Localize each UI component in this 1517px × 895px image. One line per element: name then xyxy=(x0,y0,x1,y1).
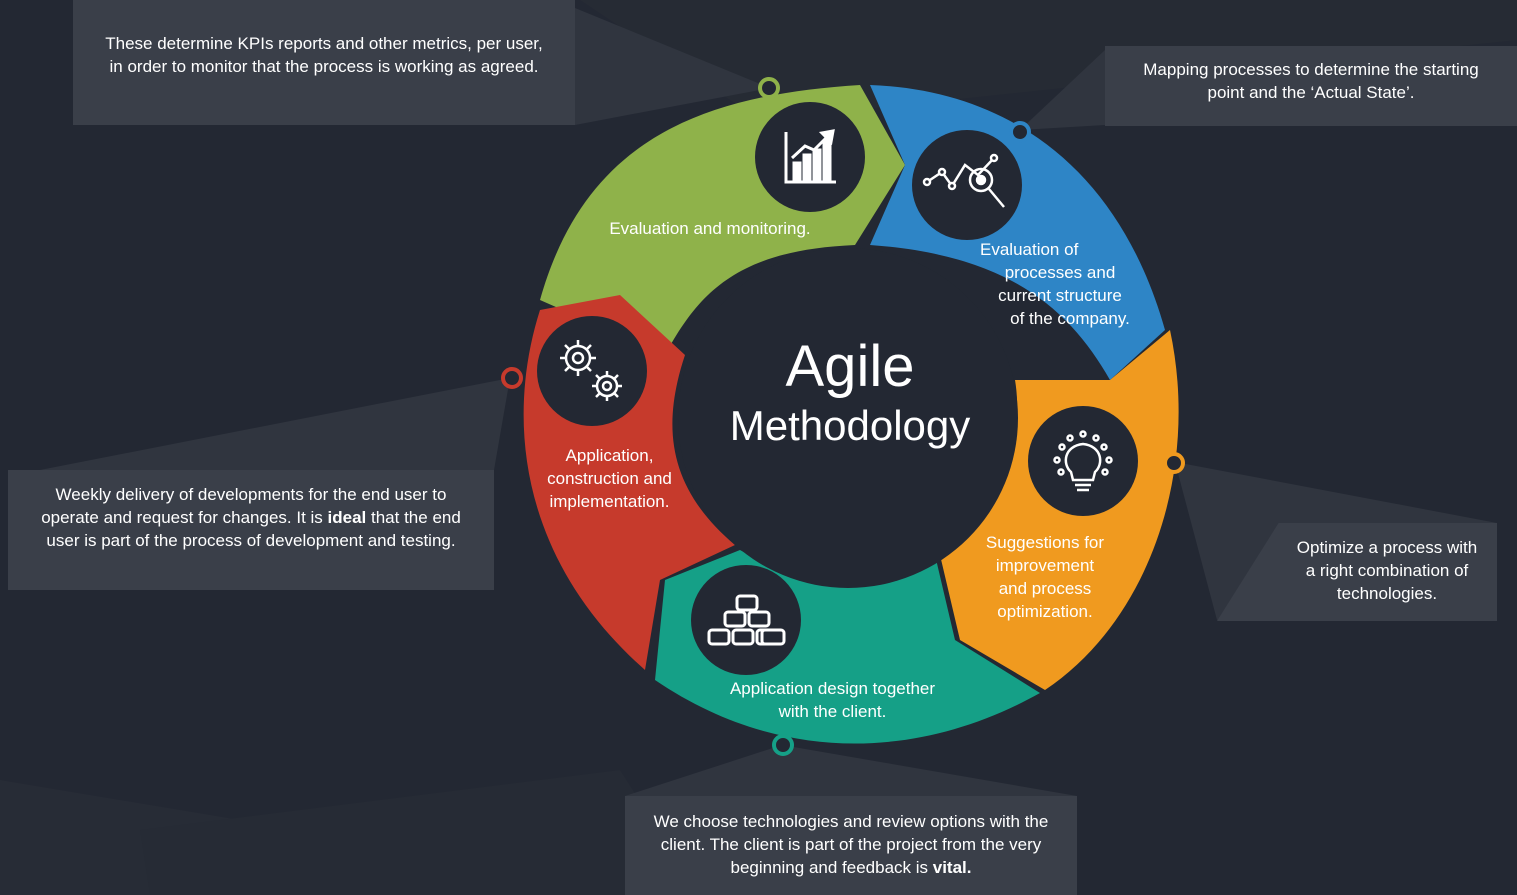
lightbulb-icon xyxy=(1053,430,1113,492)
note-top-right: Mapping processes to determine the start… xyxy=(1105,46,1517,126)
segment-label-evaluation-monitoring: Evaluation and monitoring. xyxy=(609,219,811,238)
bar-chart-growth-icon xyxy=(784,129,836,184)
segment-label-application-design: Application design together with the cli… xyxy=(729,679,936,721)
emphasis-vital: vital. xyxy=(932,858,972,877)
center-subtitle: Methodology xyxy=(729,402,971,449)
emphasis-ideal: ideal xyxy=(327,508,367,527)
center-circle xyxy=(678,248,1018,588)
segment-label-suggestions: Suggestions for improvement and process … xyxy=(985,533,1105,621)
gears-icon xyxy=(560,340,622,401)
note-right: Optimize a process with a right combinat… xyxy=(1217,523,1497,621)
segment-label-evaluation-processes: Evaluation of processes and current stru… xyxy=(980,240,1130,328)
stacked-blocks-icon xyxy=(707,594,786,646)
segment-label-application-construction: Application, construction and implementa… xyxy=(547,446,672,511)
note-bottom: We choose technologies and review option… xyxy=(625,796,1077,895)
connector-rings xyxy=(501,77,1185,756)
note-left: Weekly delivery of developments for the … xyxy=(8,470,494,590)
data-analysis-magnifier-icon xyxy=(922,153,1005,208)
icon-circles xyxy=(537,102,1138,675)
center-title: Agile xyxy=(785,334,915,399)
note-top-left: These determine KPIs reports and other m… xyxy=(73,0,575,125)
